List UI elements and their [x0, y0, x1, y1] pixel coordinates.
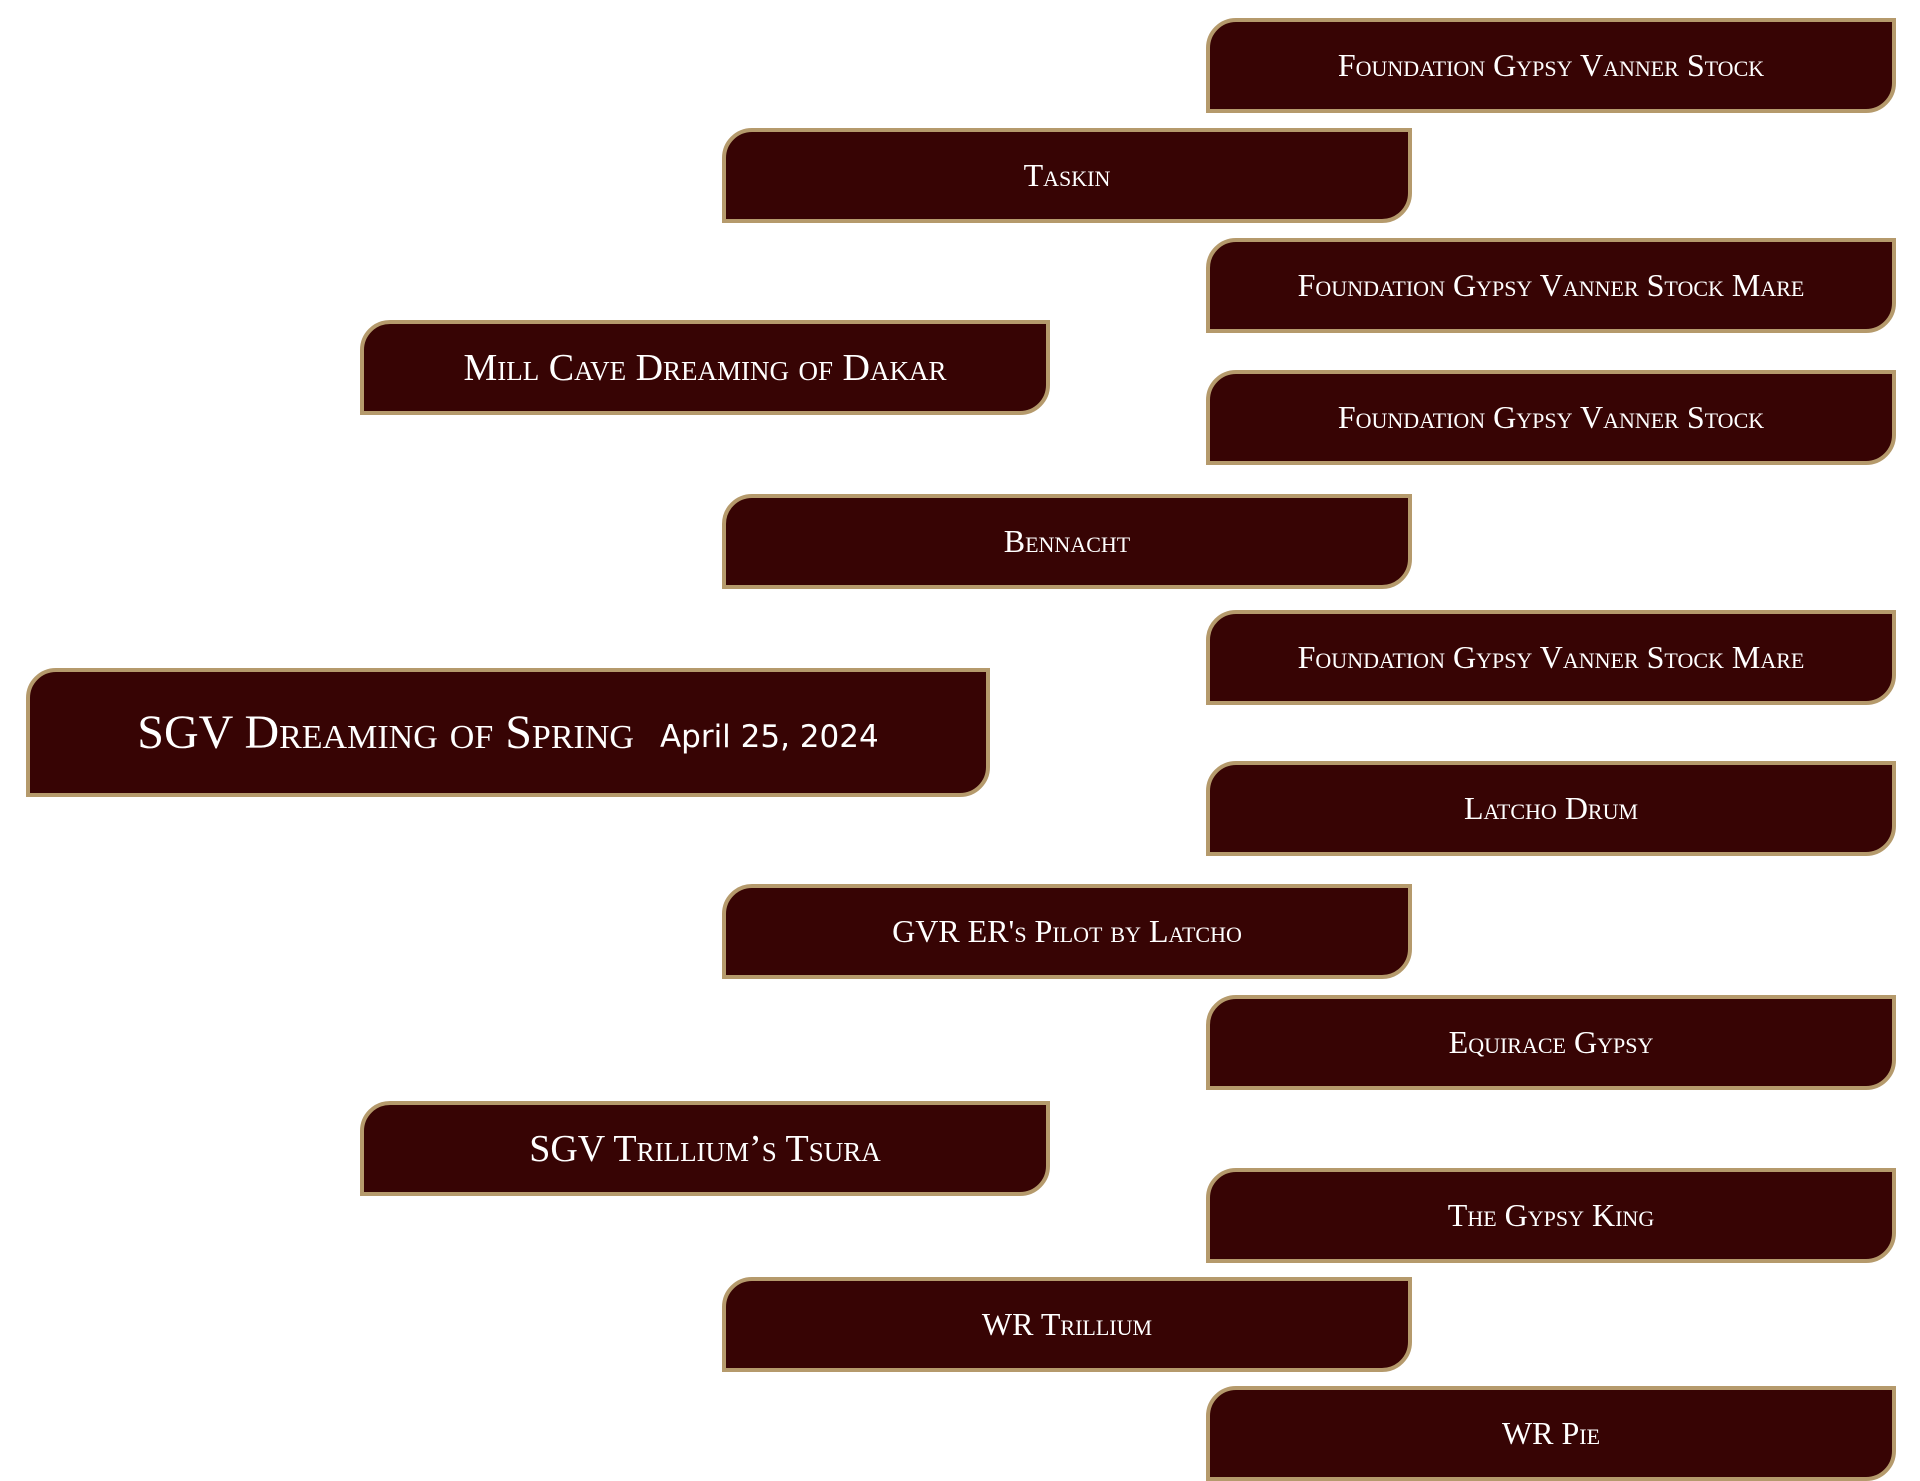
pedigree-box-dds: The Gypsy King — [1206, 1168, 1896, 1263]
horse-name: Foundation Gypsy Vanner Stock — [1337, 47, 1765, 83]
pedigree-box-sds: Foundation Gypsy Vanner Stock — [1206, 370, 1896, 465]
pedigree-box-sire: Mill Cave Dreaming of Dakar — [360, 320, 1050, 415]
pedigree-box-ss: Taskin — [722, 128, 1412, 223]
subject-date: April 25, 2024 — [659, 718, 879, 755]
pedigree-box-dam: SGV Trillium’s Tsura — [360, 1101, 1050, 1196]
subject-name: SGV Dreaming of Spring — [137, 706, 634, 759]
horse-name: Foundation Gypsy Vanner Stock Mare — [1297, 267, 1805, 303]
pedigree-box-ssd: Foundation Gypsy Vanner Stock Mare — [1206, 238, 1896, 333]
pedigree-box-subject: SGV Dreaming of Spring April 25, 2024 — [26, 668, 990, 797]
pedigree-box-ds: GVR ER's Pilot by Latcho — [722, 884, 1412, 979]
horse-name: WR Trillium — [981, 1306, 1153, 1342]
horse-name: GVR ER's Pilot by Latcho — [892, 913, 1242, 949]
horse-name: Latcho Drum — [1463, 790, 1639, 826]
horse-name: Taskin — [1023, 157, 1111, 193]
pedigree-box-dsd: Equirace Gypsy — [1206, 995, 1896, 1090]
pedigree-box-ddd: WR Pie — [1206, 1386, 1896, 1481]
pedigree-box-sdd: Foundation Gypsy Vanner Stock Mare — [1206, 610, 1896, 705]
pedigree-box-sd: Bennacht — [722, 494, 1412, 589]
horse-name: Equirace Gypsy — [1448, 1024, 1654, 1060]
horse-name: Foundation Gypsy Vanner Stock — [1337, 399, 1765, 435]
horse-name: Bennacht — [1003, 523, 1131, 559]
horse-name: WR Pie — [1501, 1415, 1601, 1451]
horse-name: SGV Trillium’s Tsura — [529, 1127, 881, 1170]
pedigree-box-dd: WR Trillium — [722, 1277, 1412, 1372]
horse-name: Mill Cave Dreaming of Dakar — [463, 346, 947, 389]
horse-name: The Gypsy King — [1447, 1197, 1655, 1233]
horse-name: Foundation Gypsy Vanner Stock Mare — [1297, 639, 1805, 675]
pedigree-box-sss: Foundation Gypsy Vanner Stock — [1206, 18, 1896, 113]
pedigree-box-dss: Latcho Drum — [1206, 761, 1896, 856]
